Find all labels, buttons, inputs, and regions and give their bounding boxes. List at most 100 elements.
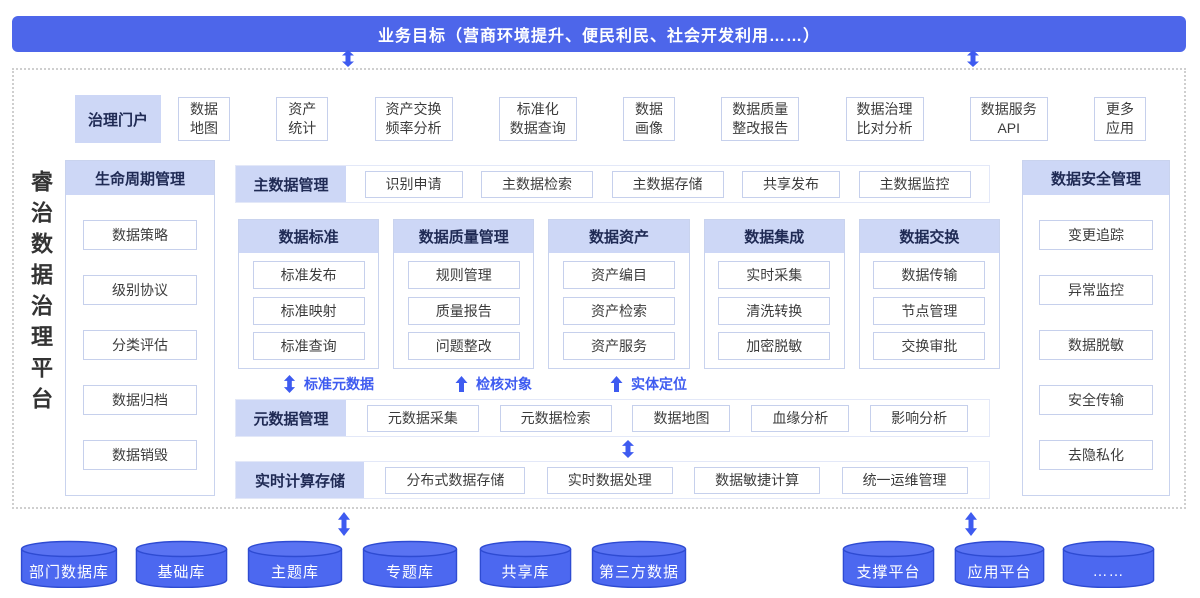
double-arrow-icon [964, 512, 978, 536]
column-item: 资产服务 [563, 332, 675, 361]
column-data-asset: 数据资产 资产编目 资产检索 资产服务 [548, 219, 690, 369]
lifecycle-item: 数据销毁 [83, 440, 197, 470]
master-data-header: 主数据管理 [236, 166, 346, 202]
security-item: 异常监控 [1039, 275, 1153, 305]
up-arrow-icon [455, 376, 468, 392]
column-item: 实时采集 [718, 260, 831, 289]
column-item: 数据传输 [873, 260, 986, 289]
cylinder-label: 部门数据库 [28, 563, 109, 581]
lifecycle-item: 分类评估 [83, 330, 197, 360]
lifecycle-items: 数据策略 级别协议 分类评估 数据归档 数据销毁 [66, 195, 214, 495]
platform-frame [12, 68, 1186, 509]
metadata-item: 数据地图 [632, 404, 731, 432]
portal-item-governance-compare: 数据治理 比对分析 [845, 97, 924, 141]
business-goal-text: 业务目标（营商环境提升、便民利民、社会开发利用……） [377, 28, 820, 45]
column-item: 问题整改 [407, 332, 520, 361]
cylinder-label: 支撑平台 [856, 563, 921, 581]
portal-item-more-apps: 更多 应用 [1094, 97, 1146, 141]
flow-entity-locate: 实体定位 [610, 374, 687, 394]
column-header: 数据质量管理 [394, 220, 534, 253]
column-item: 加密脱敏 [718, 332, 831, 361]
lifecycle-item: 数据策略 [83, 220, 197, 250]
realtime-item: 数据敏捷计算 [694, 466, 821, 494]
lifecycle-item: 数据归档 [83, 385, 197, 415]
cylinder-label: 专题库 [385, 563, 434, 581]
double-arrow-icon [283, 375, 296, 393]
cylinder-label: …… [1092, 562, 1125, 580]
portal-item-standard-query: 标准化 数据查询 [498, 97, 577, 141]
flow-label: 标准元数据 [304, 376, 374, 392]
portal-header: 治理门户 [75, 95, 161, 143]
security-column: 数据安全管理 变更追踪 异常监控 数据脱敏 安全传输 去隐私化 [1022, 160, 1170, 496]
flow-check-object: 检核对象 [455, 374, 532, 394]
cylinder-label: 主题库 [270, 563, 319, 581]
column-item: 规则管理 [407, 260, 520, 289]
realtime-item: 实时数据处理 [546, 466, 673, 494]
cylinder-label: 共享库 [501, 563, 550, 581]
platform-title: 睿治数据治理平台 [28, 170, 53, 418]
lifecycle-column: 生命周期管理 数据策略 级别协议 分类评估 数据归档 数据销毁 [65, 160, 215, 496]
security-item: 变更追踪 [1039, 220, 1153, 250]
column-item: 标准发布 [252, 260, 365, 289]
master-data-item: 识别申请 [364, 170, 463, 198]
portal-items-row: 数据 地图 资产 统计 资产交换 频率分析 标准化 数据查询 数据 画像 数据质… [178, 97, 1146, 141]
column-header: 数据集成 [704, 220, 844, 253]
portal-item-asset-stats: 资产 统计 [276, 97, 329, 141]
column-item: 标准映射 [252, 296, 365, 325]
double-arrow-icon [341, 50, 355, 67]
cylinder-more: …… [1060, 540, 1157, 588]
realtime-item: 分布式数据存储 [385, 466, 526, 494]
column-item: 交换审批 [873, 332, 986, 361]
metadata-row: 元数据管理 元数据采集 元数据检索 数据地图 血缘分析 影响分析 [235, 399, 990, 437]
metadata-item: 元数据检索 [499, 404, 612, 432]
column-header: 数据交换 [859, 220, 1000, 253]
double-arrow-icon [966, 50, 980, 67]
column-data-quality: 数据质量管理 规则管理 质量报告 问题整改 [393, 219, 535, 369]
cylinder-support-platform: 支撑平台 [840, 540, 937, 588]
column-header: 数据标准 [239, 220, 379, 253]
column-item: 资产检索 [563, 296, 675, 325]
cylinder-label: 第三方数据 [598, 563, 679, 581]
metadata-item: 血缘分析 [751, 404, 850, 432]
business-goal-banner: 业务目标（营商环境提升、便民利民、社会开发利用……） [12, 16, 1186, 52]
up-arrow-icon [610, 376, 623, 392]
master-data-item: 主数据检索 [481, 170, 593, 198]
cylinder-special-library: 专题库 [360, 540, 460, 588]
metadata-header: 元数据管理 [236, 400, 346, 436]
cylinder-dept-database: 部门数据库 [18, 540, 120, 588]
capability-columns: 数据标准 标准发布 标准映射 标准查询 数据质量管理 规则管理 质量报告 问题整… [238, 219, 1001, 369]
column-data-exchange: 数据交换 数据传输 节点管理 交换审批 [858, 219, 1001, 369]
lifecycle-item: 级别协议 [83, 275, 197, 305]
metadata-item: 影响分析 [870, 404, 969, 432]
cylinder-label: 应用平台 [967, 563, 1032, 581]
flow-label: 检核对象 [476, 376, 532, 392]
cylinder-share-library: 共享库 [477, 540, 574, 588]
security-items: 变更追踪 异常监控 数据脱敏 安全传输 去隐私化 [1023, 195, 1169, 495]
realtime-header: 实时计算存储 [236, 462, 364, 498]
realtime-item: 统一运维管理 [841, 466, 968, 494]
realtime-row: 实时计算存储 分布式数据存储 实时数据处理 数据敏捷计算 统一运维管理 [235, 461, 990, 499]
column-item: 节点管理 [873, 296, 986, 325]
portal-item-exchange-frequency: 资产交换 频率分析 [374, 97, 453, 141]
portal-item-data-map: 数据 地图 [178, 97, 230, 141]
metadata-item: 元数据采集 [366, 404, 479, 432]
column-item: 清洗转换 [718, 296, 831, 325]
flow-label: 实体定位 [631, 376, 687, 392]
master-data-row: 主数据管理 识别申请 主数据检索 主数据存储 共享发布 主数据监控 [235, 165, 990, 203]
security-item: 安全传输 [1039, 385, 1153, 415]
column-header: 数据资产 [549, 220, 689, 253]
master-data-item: 主数据存储 [611, 170, 724, 198]
master-data-item: 共享发布 [742, 170, 840, 198]
cylinder-label: 基础库 [157, 563, 206, 581]
cylinder-app-platform: 应用平台 [952, 540, 1047, 588]
column-data-standard: 数据标准 标准发布 标准映射 标准查询 [238, 219, 380, 369]
cylinder-thirdparty-data: 第三方数据 [589, 540, 689, 588]
master-data-item: 主数据监控 [858, 170, 971, 198]
column-item: 资产编目 [563, 260, 675, 289]
lifecycle-header: 生命周期管理 [66, 161, 214, 195]
portal-item-data-profile: 数据 画像 [623, 97, 675, 141]
double-arrow-icon [337, 512, 351, 536]
column-data-integration: 数据集成 实时采集 清洗转换 加密脱敏 [703, 219, 845, 369]
security-item: 去隐私化 [1039, 440, 1153, 470]
